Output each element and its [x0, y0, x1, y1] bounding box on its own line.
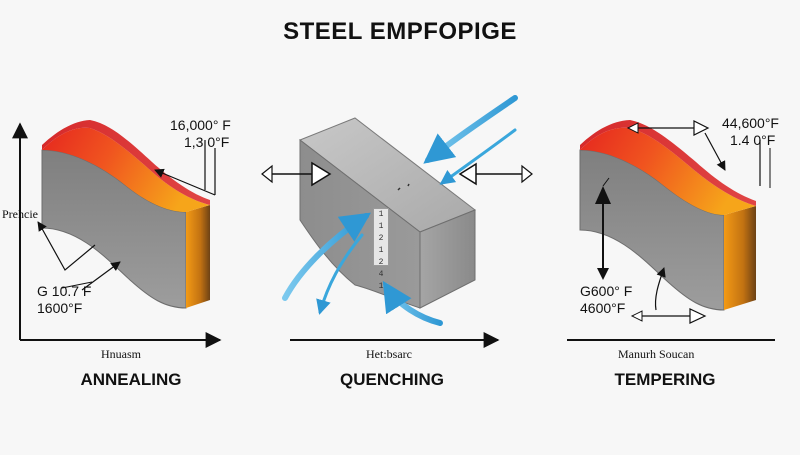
quenching-mark [407, 183, 410, 187]
quench-flow-arrow [282, 212, 371, 301]
tempering-top-double-arrow [626, 120, 710, 136]
tempering-caption: TEMPERING [614, 370, 716, 389]
tempering-bottom-double-arrow [630, 308, 707, 324]
gauge-mark: 1 [378, 210, 384, 219]
annealing-x-axis-label: Hnuasm [101, 347, 141, 361]
tempering-hot-surface [580, 127, 756, 215]
annealing-y-axis-label: Prehcie [2, 207, 38, 221]
quenching-left-double-arrow [261, 161, 332, 187]
annealing-block-side [41, 149, 187, 309]
quenching-panel [261, 95, 533, 348]
quenching-caption: QUENCHING [340, 370, 444, 389]
quench-flow-arrow [423, 95, 518, 164]
annealing-caption: ANNEALING [80, 370, 182, 389]
annealing-pointer-arrow [81, 261, 121, 291]
quench-flow-arrow [439, 128, 517, 185]
tempering-temp-top-2: 1.4 0°F [730, 132, 776, 148]
annealing-pointer-line [61, 281, 93, 289]
annealing-hot-rim [42, 120, 210, 205]
annealing-temp-bottom-1: G 10.7 F [37, 283, 92, 299]
tempering-block-end [724, 206, 756, 310]
tempering-pointer-arrow [704, 132, 726, 171]
quenching-block-side [419, 209, 476, 309]
tempering-temp-top-1: 44,600°F [722, 115, 779, 131]
quenching-right-double-arrow [458, 162, 533, 186]
tempering-panel [567, 120, 775, 341]
quenching-gauge: 1 1 2 1 2 4 1 [373, 208, 389, 291]
quench-flow-arrow [316, 233, 364, 315]
annealing-pointer-arrow [37, 221, 47, 232]
tempering-x-axis-label: Manurh Soucan [618, 347, 695, 361]
tempering-temp-bottom-2: 4600°F [580, 300, 626, 316]
annealing-temp-bottom-2: 1600°F [37, 300, 83, 316]
annealing-panel [12, 120, 222, 348]
quenching-x-axis-label: Het:bsarc [366, 347, 412, 361]
gauge-mark: 1 2 [378, 222, 384, 243]
annealing-pointer-arrow [154, 168, 216, 196]
tempering-pointer-arrow [654, 267, 666, 311]
gauge-mark: 4 1 [378, 270, 384, 291]
annealing-pointer-line [39, 224, 96, 271]
annealing-hot-surface [42, 127, 210, 212]
annealing-block-end [186, 205, 210, 308]
tempering-temp-bottom-1: G600° F [580, 283, 633, 299]
tempering-pointer-line [602, 177, 610, 187]
gauge-mark: 1 2 [378, 246, 384, 267]
diagram-title: STEEL EMPFOPIGE [283, 18, 517, 45]
tempering-vertical-arrow [595, 186, 611, 280]
quenching-mark [397, 187, 401, 191]
tempering-hot-rim [580, 120, 756, 206]
annealing-temp-top-1: 16,000° F [170, 117, 231, 133]
tempering-block-side [579, 149, 725, 311]
quench-flow-arrow [382, 280, 443, 326]
annealing-temp-top-2: 1,3 0°F [184, 134, 230, 150]
